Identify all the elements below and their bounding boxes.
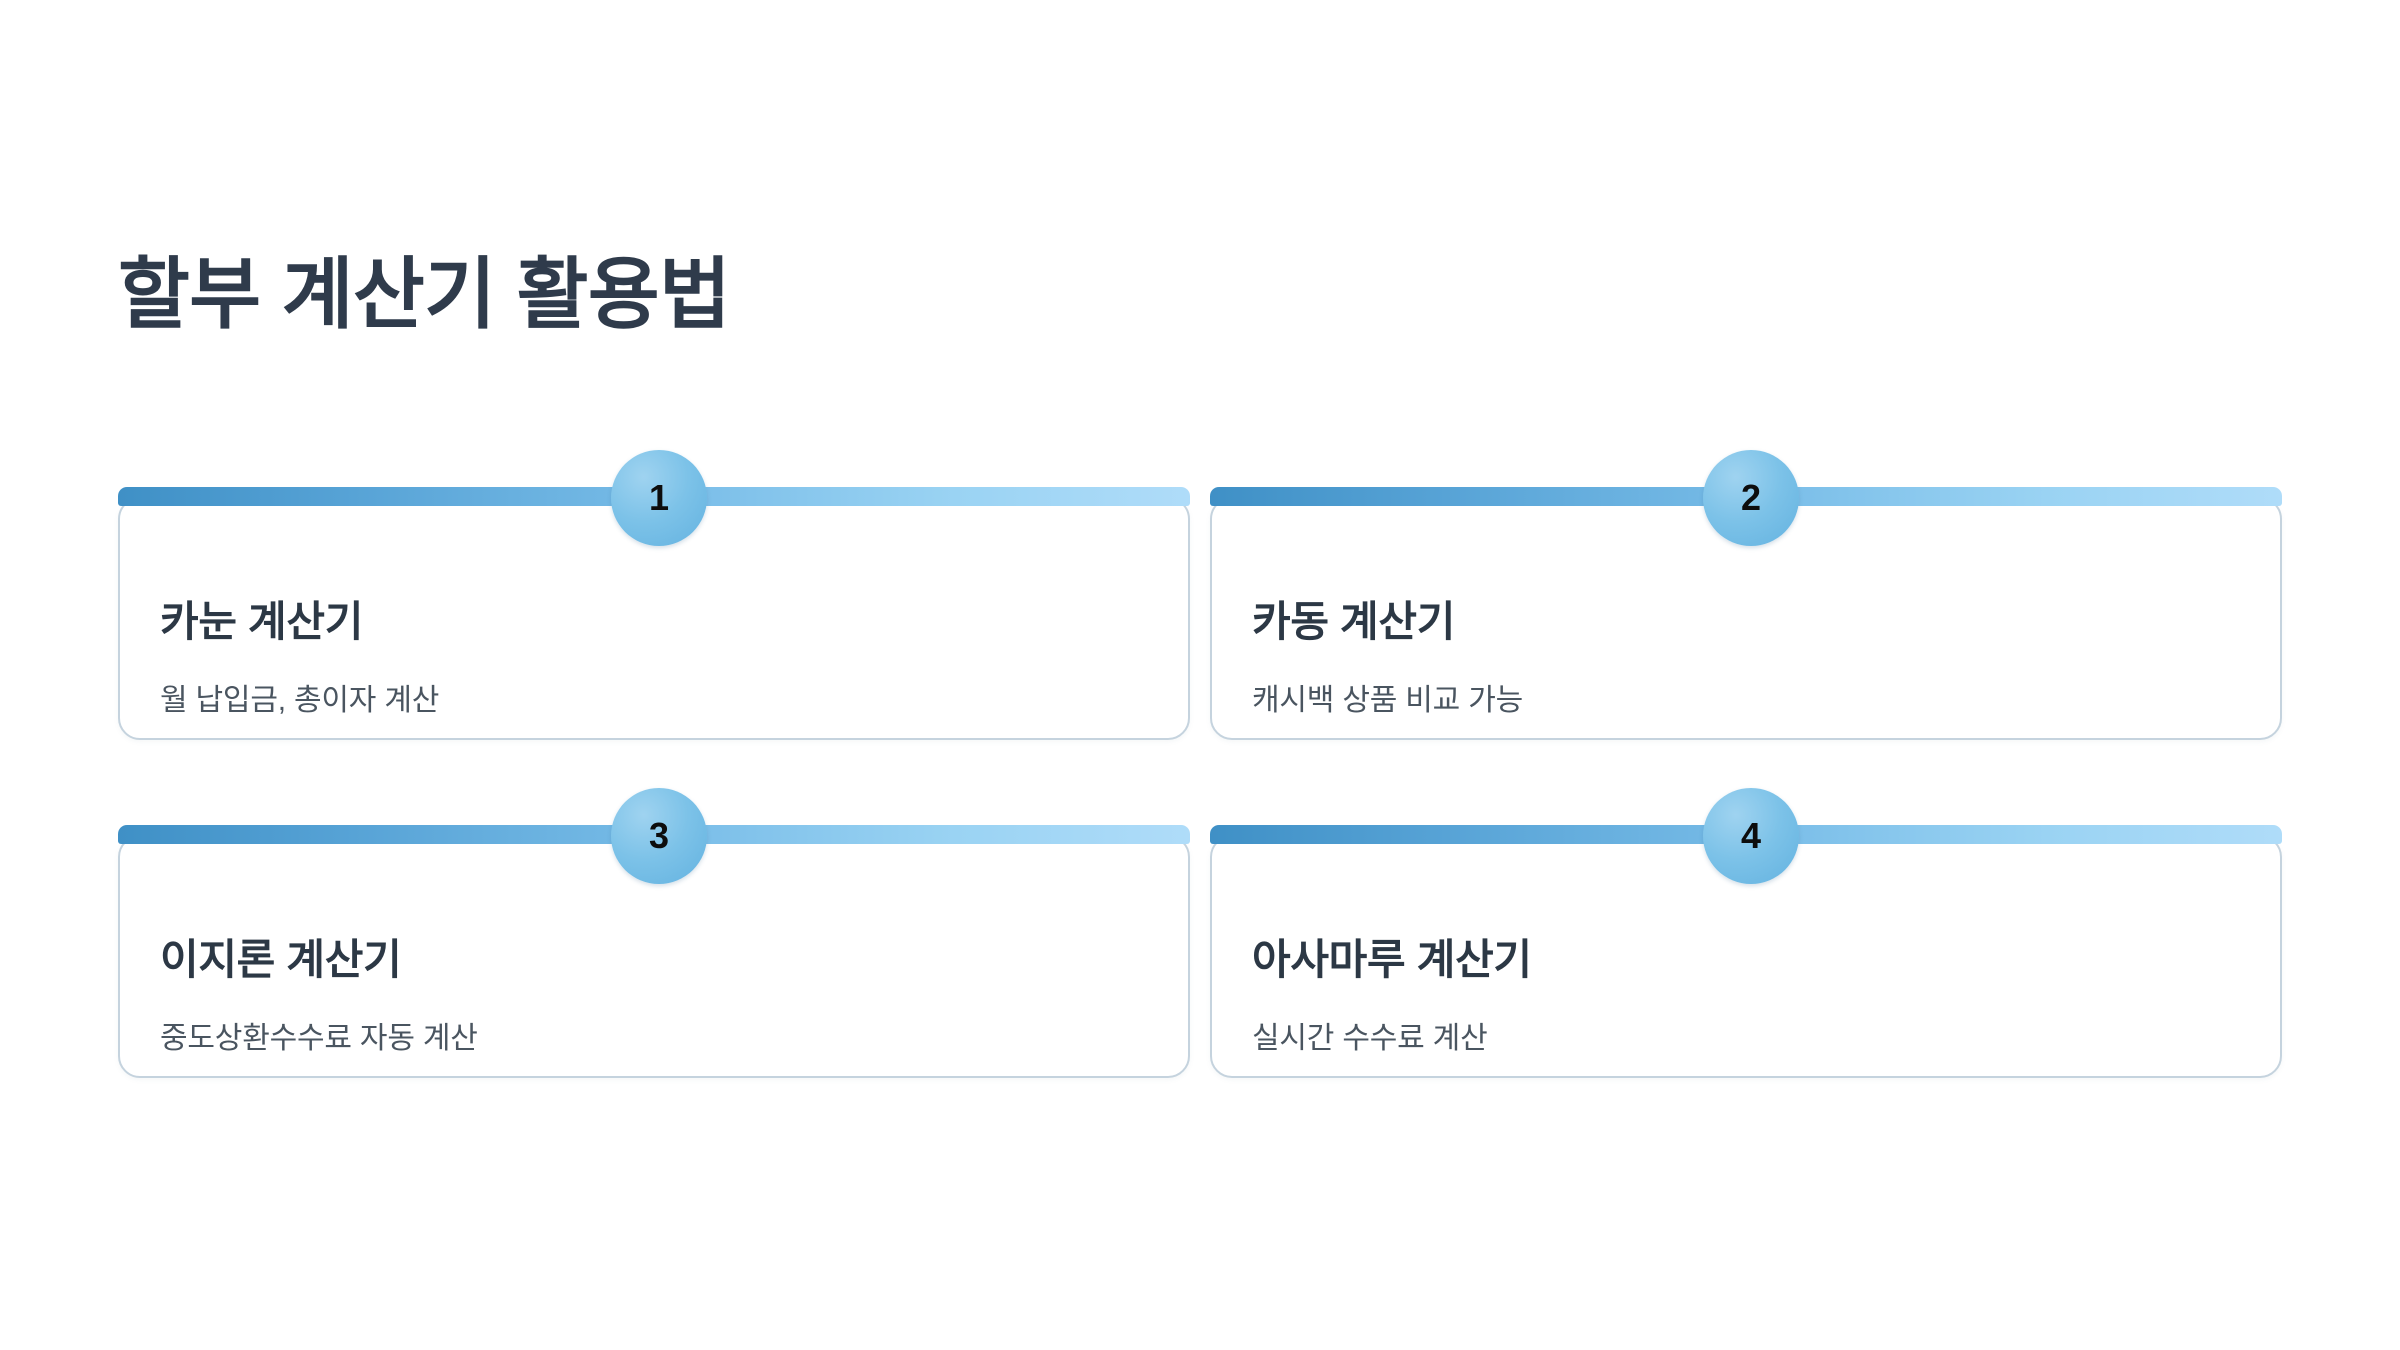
card-subtitle: 중도상환수수료 자동 계산	[160, 1022, 478, 1056]
card-content: 이지론 계산기 중도상환수수료 자동 계산	[160, 935, 1148, 1060]
card-item-4[interactable]: 아사마루 계산기 실시간 수수료 계산 4	[1210, 788, 2282, 1078]
card-number-badge: 3	[611, 788, 707, 884]
card-number-badge: 4	[1703, 788, 1799, 884]
card-subtitle: 실시간 수수료 계산	[1252, 1022, 1488, 1056]
card-title: 아사마루 계산기	[1252, 936, 1532, 983]
card-subtitle: 월 납입금, 총이자 계산	[160, 684, 440, 718]
card-title: 이지론 계산기	[160, 936, 402, 983]
card-subtitle: 캐시백 상품 비교 가능	[1252, 684, 1524, 718]
card-item-1[interactable]: 카눈 계산기 월 납입금, 총이자 계산 1	[118, 450, 1190, 740]
card-title: 카눈 계산기	[160, 598, 364, 645]
card-content: 카동 계산기 캐시백 상품 비교 가능	[1252, 597, 2240, 722]
card-item-3[interactable]: 이지론 계산기 중도상환수수료 자동 계산 3	[118, 788, 1190, 1078]
card-number-badge: 2	[1703, 450, 1799, 546]
card-title: 카동 계산기	[1252, 598, 1456, 645]
page-title: 할부 계산기 활용법	[118, 250, 731, 338]
card-content: 아사마루 계산기 실시간 수수료 계산	[1252, 935, 2240, 1060]
card-item-2[interactable]: 카동 계산기 캐시백 상품 비교 가능 2	[1210, 450, 2282, 740]
card-number-badge: 1	[611, 450, 707, 546]
card-grid: 카눈 계산기 월 납입금, 총이자 계산 1 카동 계산기 캐시백 상품 비교 …	[118, 450, 2282, 1078]
card-content: 카눈 계산기 월 납입금, 총이자 계산	[160, 597, 1148, 722]
